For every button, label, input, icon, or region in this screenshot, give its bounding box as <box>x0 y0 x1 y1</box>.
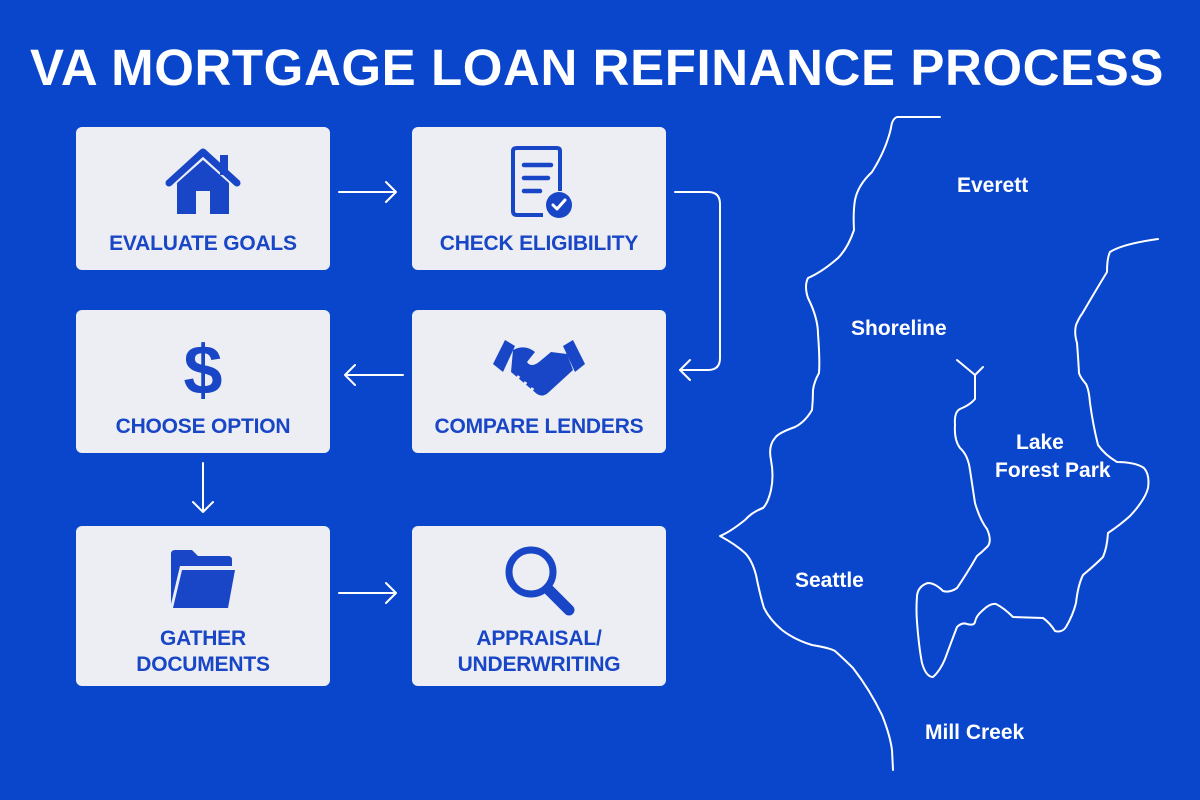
svg-text:$: $ <box>184 332 223 404</box>
step-label-line-1: APPRAISAL/ <box>476 627 602 650</box>
document-check-icon <box>511 146 572 218</box>
map-label-lake-forest-park-line-2: Forest Park <box>995 459 1111 482</box>
step-label-line-2: DOCUMENTS <box>136 653 270 676</box>
step-label-line-2: UNDERWRITING <box>457 653 621 676</box>
step-label: EVALUATE GOALS <box>109 232 297 255</box>
step-label: COMPARE LENDERS <box>434 415 644 438</box>
folder-icon <box>171 550 235 608</box>
step-appraisal-underwriting: APPRAISAL/ UNDERWRITING <box>412 526 666 686</box>
map-label-mill-creek: Mill Creek <box>925 721 1025 744</box>
map-label-seattle: Seattle <box>795 569 864 592</box>
arrow-option-to-documents <box>192 462 214 513</box>
arrow-eligibility-to-lenders <box>674 191 721 381</box>
map-lake-shore <box>915 238 1159 678</box>
page-title: VA MORTGAGE LOAN REFINANCE PROCESS <box>30 39 1164 96</box>
arrow-evaluate-to-eligibility <box>338 181 397 203</box>
map-label-lake-forest-park-line-1: Lake <box>1016 431 1064 454</box>
magnifier-icon <box>505 546 575 616</box>
step-compare-lenders: COMPARE LENDERS <box>412 310 666 453</box>
map-coastline-west <box>719 116 941 771</box>
dollar-icon: $ <box>184 332 223 404</box>
arrow-documents-to-appraisal <box>338 582 397 604</box>
step-label-line-1: GATHER <box>160 627 246 650</box>
arrow-lenders-to-option <box>344 364 404 386</box>
step-choose-option: $ CHOOSE OPTION <box>76 310 330 453</box>
map-label-shoreline: Shoreline <box>851 317 947 340</box>
handshake-icon <box>493 340 585 396</box>
step-label: CHECK ELIGIBILITY <box>439 232 639 255</box>
step-gather-documents: GATHER DOCUMENTS <box>76 526 330 686</box>
map-label-everett: Everett <box>957 174 1029 197</box>
step-evaluate-goals: EVALUATE GOALS <box>76 127 330 270</box>
step-check-eligibility: CHECK ELIGIBILITY <box>412 127 666 270</box>
house-icon <box>165 148 241 214</box>
step-label: CHOOSE OPTION <box>115 415 291 438</box>
